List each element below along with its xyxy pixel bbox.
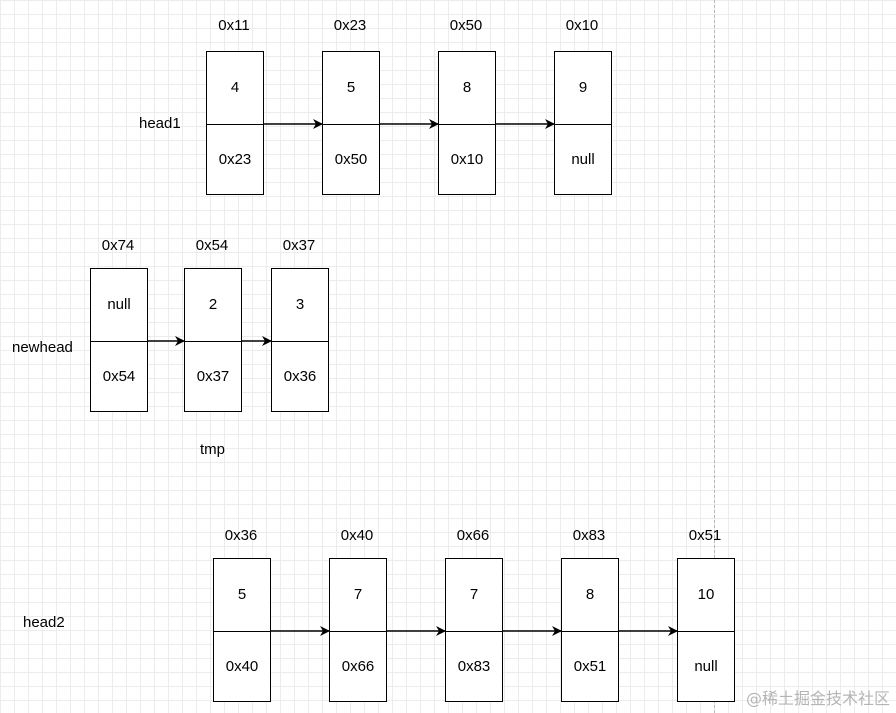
watermark: @稀土掘金技术社区: [745, 689, 890, 708]
node-divider: [446, 631, 502, 632]
newhead-label: newhead: [12, 339, 73, 356]
head1-label: head1: [139, 115, 181, 132]
node-divider: [330, 631, 386, 632]
node-value: 8: [462, 79, 472, 96]
node-value: 4: [230, 79, 240, 96]
node-divider: [214, 631, 270, 632]
node-value: 7: [353, 586, 363, 603]
list-node: 4 0x23: [206, 51, 264, 195]
node-divider: [91, 341, 147, 342]
list-node: 8 0x10: [438, 51, 496, 195]
tmp-pointer-label: tmp: [200, 441, 226, 458]
node-address: 0x10: [565, 17, 599, 34]
node-address: 0x51: [688, 527, 722, 544]
node-divider: [272, 341, 328, 342]
list-node: 9 null: [554, 51, 612, 195]
node-next-pointer: 0x54: [102, 368, 136, 385]
list-node: 7 0x66: [329, 558, 387, 702]
node-address: 0x23: [333, 17, 367, 34]
node-next-pointer: 0x23: [218, 151, 252, 168]
node-value: 7: [469, 586, 479, 603]
dashed-page-boundary: [714, 0, 715, 713]
node-next-pointer: 0x51: [573, 658, 607, 675]
node-next-pointer: 0x40: [225, 658, 259, 675]
node-divider: [323, 124, 379, 125]
list-node: 8 0x51: [561, 558, 619, 702]
node-address: 0x36: [224, 527, 258, 544]
node-next-pointer: 0x83: [457, 658, 491, 675]
node-value: 10: [697, 586, 715, 603]
node-divider: [207, 124, 263, 125]
node-divider: [185, 341, 241, 342]
node-divider: [562, 631, 618, 632]
list-node: null 0x54: [90, 268, 148, 412]
node-value: 8: [585, 586, 595, 603]
node-next-pointer: 0x10: [450, 151, 484, 168]
node-value: 3: [295, 296, 305, 313]
node-value: 5: [346, 79, 356, 96]
list-node: 10 null: [677, 558, 735, 702]
node-value: 5: [237, 586, 247, 603]
node-value: null: [107, 296, 131, 313]
node-divider: [555, 124, 611, 125]
node-next-pointer: 0x66: [341, 658, 375, 675]
node-address: 0x11: [218, 17, 250, 34]
list-node: 5 0x40: [213, 558, 271, 702]
node-address: 0x54: [195, 237, 229, 254]
node-next-pointer: null: [571, 151, 595, 168]
node-address: 0x74: [101, 237, 135, 254]
node-address: 0x40: [340, 527, 374, 544]
node-value: 2: [208, 296, 218, 313]
node-divider: [678, 631, 734, 632]
list-node: 2 0x37: [184, 268, 242, 412]
node-address: 0x50: [449, 17, 483, 34]
node-address: 0x83: [572, 527, 606, 544]
node-next-pointer: null: [694, 658, 718, 675]
node-next-pointer: 0x36: [283, 368, 317, 385]
list-node: 3 0x36: [271, 268, 329, 412]
node-next-pointer: 0x37: [196, 368, 230, 385]
list-node: 5 0x50: [322, 51, 380, 195]
head2-label: head2: [23, 614, 65, 631]
list-node: 7 0x83: [445, 558, 503, 702]
node-divider: [439, 124, 495, 125]
node-address: 0x66: [456, 527, 490, 544]
node-next-pointer: 0x50: [334, 151, 368, 168]
node-value: 9: [578, 79, 588, 96]
node-address: 0x37: [282, 237, 316, 254]
